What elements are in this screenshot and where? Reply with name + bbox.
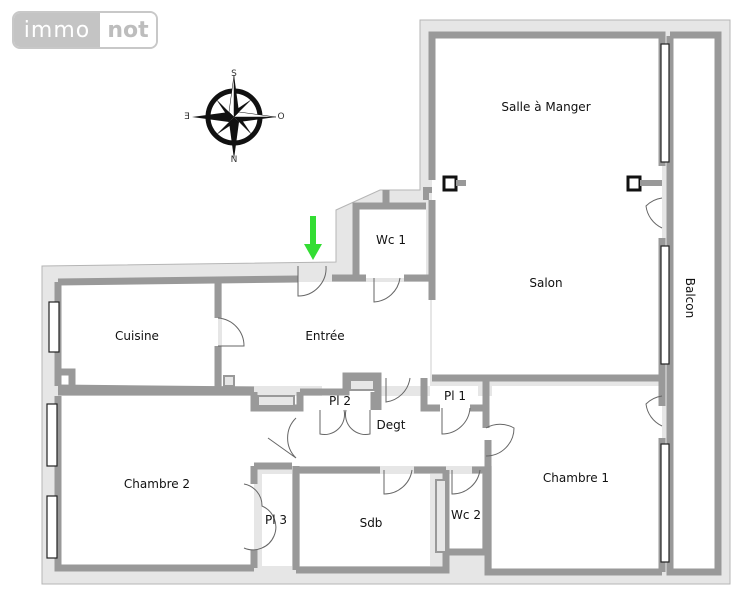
room-label-wc2: Wc 2: [451, 508, 481, 522]
logo-part-not: not: [100, 13, 156, 47]
room-label-salle-a-manger: Salle à Manger: [501, 100, 591, 114]
room-label-chambre1: Chambre 1: [542, 471, 610, 485]
room-label-sdb: Sdb: [359, 516, 383, 530]
room-label-pl2: Pl 2: [328, 394, 352, 408]
room-label-entree: Entrée: [305, 329, 345, 343]
compass-south-label: S: [231, 69, 237, 79]
room-label-chambre2: Chambre 2: [123, 477, 191, 491]
room-label-balcon: Balcon: [683, 277, 697, 319]
compass-west-label: O: [277, 112, 285, 122]
logo-part-immo: immo: [14, 13, 100, 47]
room-label-pl3: Pl 3: [264, 513, 288, 527]
compass-north-label: N: [230, 155, 238, 165]
room-label-cuisine: Cuisine: [115, 329, 159, 343]
compass-east-label: E: [184, 112, 190, 122]
room-label-salon: Salon: [529, 276, 563, 290]
room-label-wc1: Wc 1: [376, 233, 406, 247]
windows: [46, 43, 670, 563]
logo: immo not: [12, 11, 158, 49]
room-label-pl1: Pl 1: [443, 389, 467, 403]
compass-icon: [192, 74, 277, 159]
doors: [217, 197, 663, 551]
room-label-degt: Degt: [376, 418, 406, 432]
entry-arrow-icon: [304, 216, 322, 260]
